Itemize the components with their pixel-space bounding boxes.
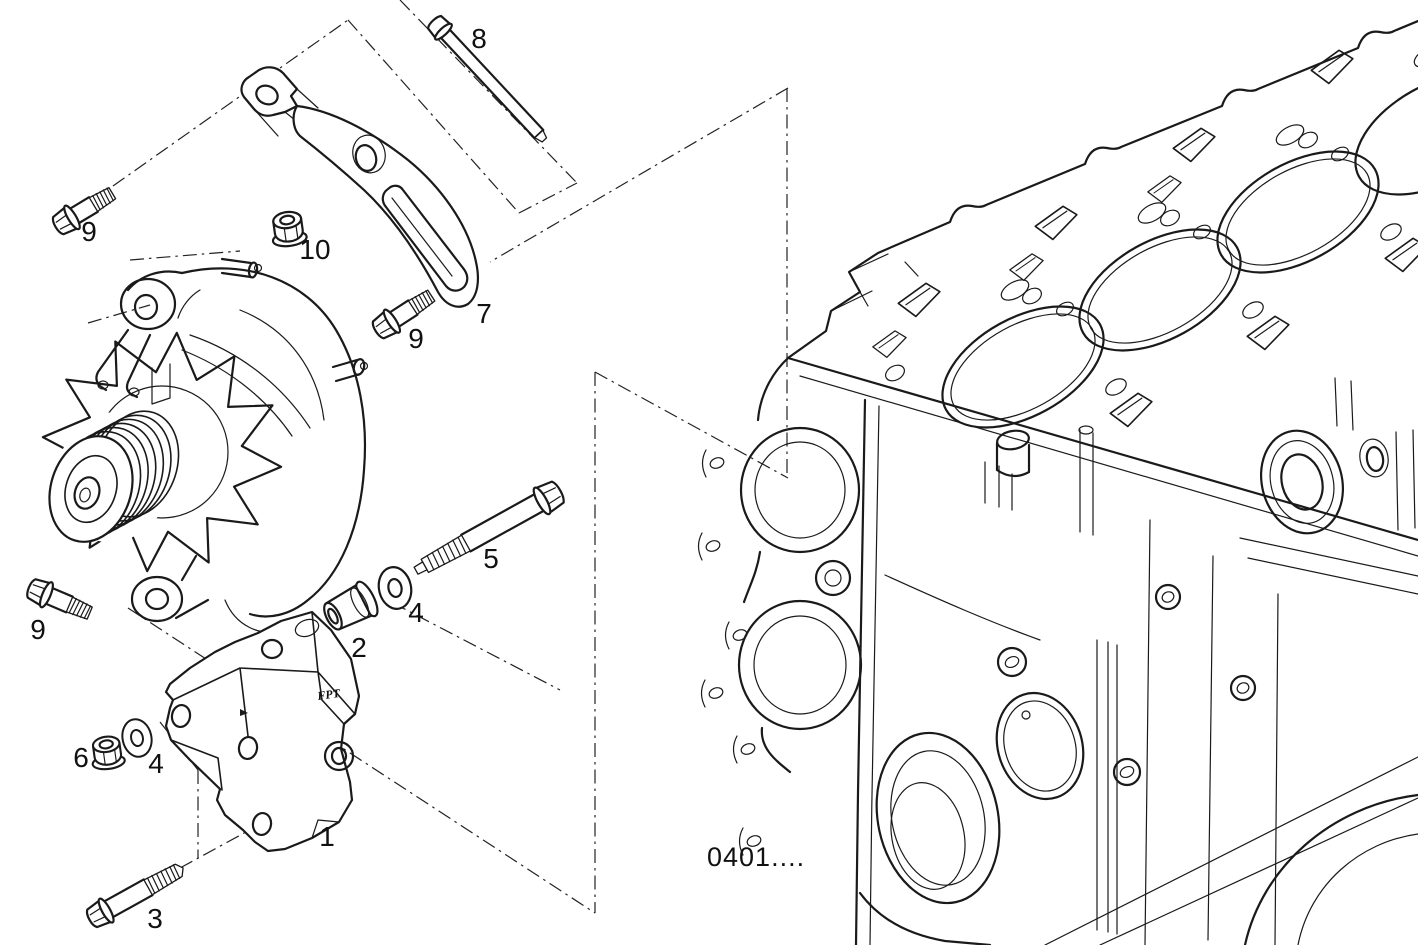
leader-line <box>112 19 349 187</box>
callout-flanged-nut-lower: 6 <box>73 742 89 773</box>
fpt-logo: FPT <box>315 686 341 703</box>
leader-line <box>594 371 789 479</box>
callout-support-bracket: 1 <box>319 821 335 852</box>
leader-line <box>87 304 151 324</box>
callout-washer-upper: 4 <box>408 597 424 628</box>
callout-washer-lower: 4 <box>148 748 164 779</box>
callouts: 8 9 10 7 9 5 4 2 9 6 4 1 3 <box>30 23 499 934</box>
reference-code: 0401.... <box>707 842 805 872</box>
callout-flanged-nut-upper: 10 <box>299 234 330 265</box>
leader-line <box>489 87 789 263</box>
engine-block <box>697 19 1418 945</box>
timing-face <box>697 356 1001 945</box>
nut-6 <box>88 733 127 773</box>
callout-flanged-bolt-lower-left: 9 <box>30 614 46 645</box>
adjusting-bracket-part7 <box>240 66 479 308</box>
callout-flanged-bolt-upper-left: 9 <box>81 216 97 247</box>
front-face <box>884 377 1418 945</box>
callout-pivot-bolt: 5 <box>483 543 499 574</box>
callout-flanged-bolt-middle: 9 <box>408 323 424 354</box>
leader-line <box>518 182 578 214</box>
alternator-top-ear <box>95 277 177 405</box>
alternator-pulley <box>48 410 180 543</box>
callout-flanged-bolt-bottom: 3 <box>147 903 163 934</box>
cast-arrow-mark <box>240 709 248 716</box>
cylinder-bores <box>941 72 1418 429</box>
alternator-bottom-lug <box>130 554 286 633</box>
spacer-bushing-part2 <box>323 580 379 631</box>
callout-spacer-bushing: 2 <box>351 632 367 663</box>
callout-adjusting-bracket: 7 <box>476 298 492 329</box>
alternator <box>41 257 369 633</box>
support-bracket-part1: FPT <box>164 610 361 853</box>
callout-long-bracket-bolt: 8 <box>471 23 487 54</box>
leader-line <box>347 19 520 214</box>
deck-holes <box>885 46 1418 396</box>
bolt-9-middle <box>367 283 440 344</box>
bolt-3 <box>81 855 191 933</box>
leader-lines <box>87 0 789 914</box>
leader-line <box>392 602 561 691</box>
leader-line <box>399 0 578 184</box>
bolt-5 <box>413 480 565 575</box>
deck-counterbores <box>872 49 1418 428</box>
alternator-studs <box>220 257 369 383</box>
bolt-8 <box>426 14 548 143</box>
leader-line <box>129 250 241 261</box>
